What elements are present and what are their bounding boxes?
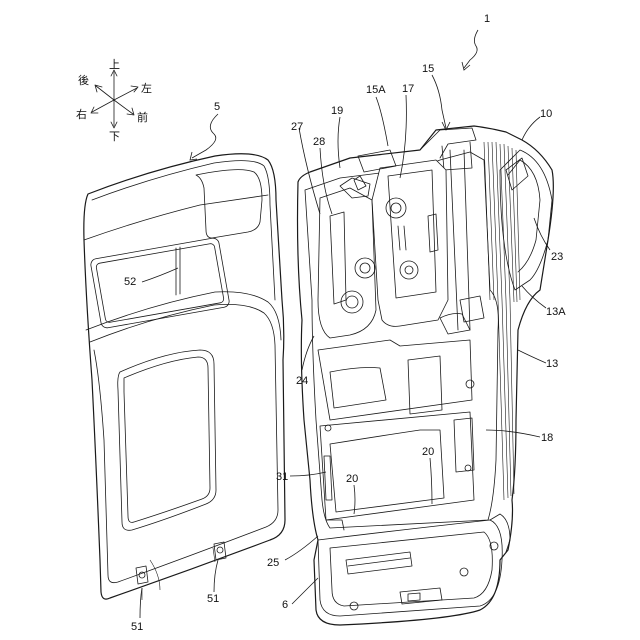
label-19: 19 [331,105,343,117]
label-18: 18 [541,432,553,444]
label-52: 52 [124,276,136,288]
compass-down: 下 [109,130,120,143]
label-5: 5 [214,101,220,113]
printer-body [298,126,554,625]
label-17: 17 [402,83,414,95]
label-15: 15 [422,63,434,75]
label-23: 23 [551,251,563,263]
label-10: 10 [540,108,552,120]
label-31: 31 [276,471,288,483]
label-13A: 13A [546,306,566,318]
rear-cover [84,154,285,600]
label-1: 1 [484,13,490,25]
compass-right: 右 [76,107,87,121]
compass-up: 上 [109,58,120,71]
label-6: 6 [282,599,288,611]
label-13: 13 [546,358,558,370]
label-51-left: 51 [131,621,143,633]
label-28: 28 [313,136,325,148]
label-27: 27 [291,121,303,133]
compass-rear: 後 [78,73,89,87]
label-51-right: 51 [207,593,219,605]
label-15A: 15A [366,84,386,96]
label-24: 24 [296,375,308,387]
compass-front: 前 [137,110,148,124]
direction-compass: 上 下 左 右 前 後 [76,58,152,143]
label-20-left: 20 [346,473,358,485]
label-25: 25 [267,557,279,569]
compass-left: 左 [141,82,152,95]
label-20-right: 20 [422,446,434,458]
